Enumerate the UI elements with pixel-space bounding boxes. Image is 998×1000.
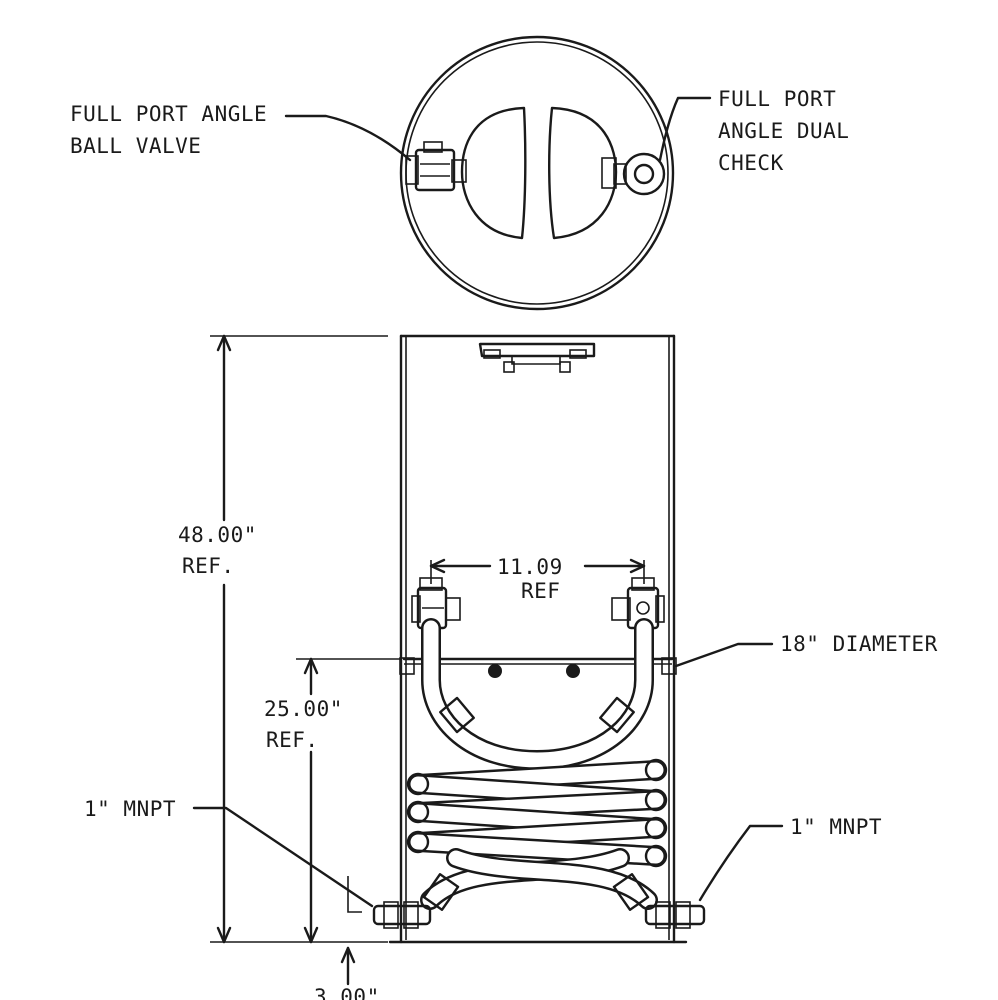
mnpt-left-leader xyxy=(192,806,374,908)
mnpt-right-label: 1" MNPT xyxy=(790,815,882,839)
dual-check-label-line3: CHECK xyxy=(718,151,784,175)
mnpt-right-leader xyxy=(698,824,784,902)
side-view xyxy=(372,334,706,944)
height-ref: REF. xyxy=(182,554,235,578)
lower-pipe-loop xyxy=(420,848,658,911)
right-mnpt-fitting xyxy=(644,901,706,929)
base-offset-dimension xyxy=(340,946,356,986)
valve-spacing-dimension xyxy=(429,558,646,584)
hx-height-ref: REF. xyxy=(266,728,319,752)
valve-spacing-ref: REF xyxy=(521,579,560,603)
hx-height-value: 25.00" xyxy=(264,697,343,721)
ball-valve-label-line1: FULL PORT ANGLE xyxy=(70,102,267,126)
height-value: 48.00" xyxy=(178,523,257,547)
mnpt-left-tick xyxy=(347,876,362,913)
ball-valve-leader xyxy=(284,114,412,162)
ball-valve-icon xyxy=(405,141,467,192)
height-dimension xyxy=(210,334,388,944)
coil-icon xyxy=(406,758,668,868)
lifting-bracket-icon xyxy=(478,342,596,373)
mnpt-left-label: 1" MNPT xyxy=(84,797,176,821)
dual-check-label-line1: FULL PORT xyxy=(718,87,836,111)
ball-valve-label-line2: BALL VALVE xyxy=(70,134,201,158)
upper-pipe-loop xyxy=(421,618,654,770)
base-offset-value: 3.00" xyxy=(314,985,380,1000)
diameter-leader xyxy=(674,642,774,668)
dual-check-leader xyxy=(658,96,712,162)
diameter-label: 18" DIAMETER xyxy=(780,632,938,656)
dual-check-label-line2: ANGLE DUAL xyxy=(718,119,849,143)
top-view xyxy=(399,35,675,311)
hx-height-dimension xyxy=(296,657,400,944)
valve-spacing-value: 11.09 xyxy=(497,555,563,579)
dual-check-valve-icon xyxy=(601,152,666,196)
left-mnpt-fitting xyxy=(372,901,432,929)
